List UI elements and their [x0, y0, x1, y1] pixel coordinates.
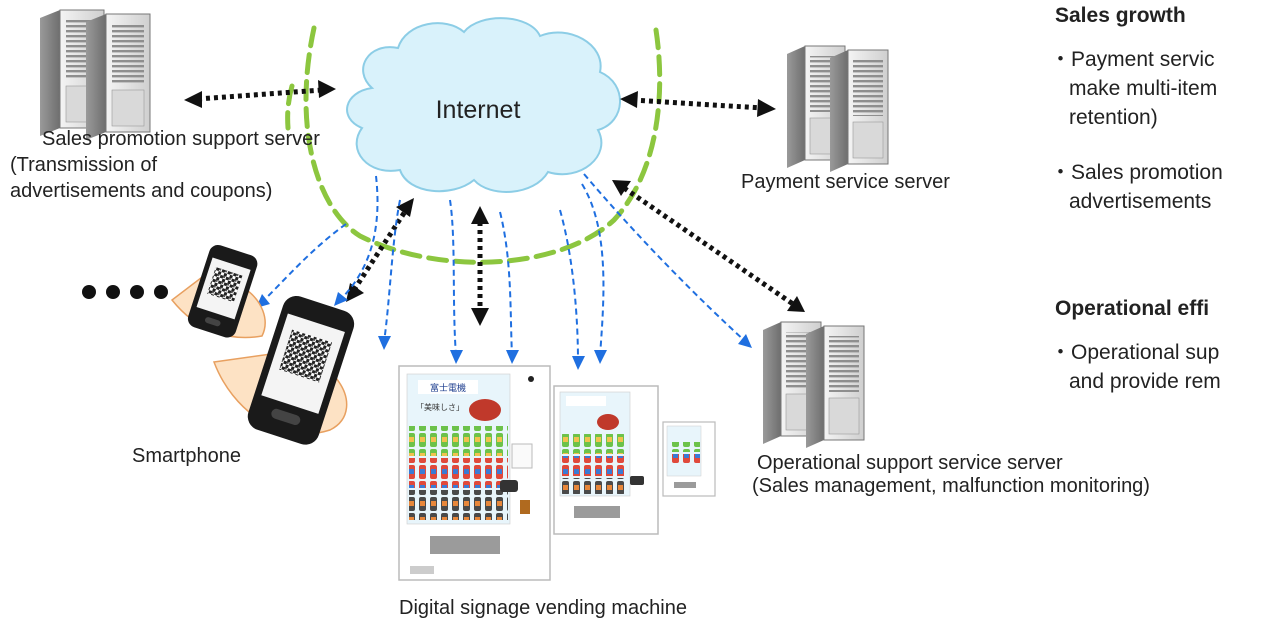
vending-machine-medium-icon — [553, 385, 659, 535]
operational-bullet-1-line-1: ・Operational sup — [1050, 341, 1220, 364]
vending-machine-small-icon — [662, 421, 716, 497]
ellipsis-dots — [82, 285, 168, 299]
operational-efficiency-title: Operational effi — [1055, 297, 1210, 320]
connection-lines — [197, 87, 795, 312]
payment-server-label: Payment service server — [741, 171, 950, 193]
arrowheads — [184, 80, 805, 326]
sales-growth-bullet-2-line-1: ・Sales promotion — [1050, 161, 1223, 184]
operational-server-label: Operational support service server — [757, 452, 1063, 474]
sales-promotion-server-label: Sales promotion support server — [42, 128, 320, 150]
sales-promotion-server-sublabel-2: advertisements and coupons) — [10, 180, 273, 202]
vending-machine-label: Digital signage vending machine — [399, 597, 687, 619]
vending-machine-large-icon: 富士電機 「美味しさ」 — [398, 365, 551, 581]
sales-growth-bullet-2-line-2: advertisements — [1069, 190, 1212, 213]
sales-growth-title: Sales growth — [1055, 4, 1186, 27]
vending-tagline: 「美味しさ」 — [416, 402, 464, 412]
smartphone-icon — [170, 244, 355, 445]
sales-promotion-server-icon — [40, 9, 151, 140]
internet-boundary-arc — [285, 25, 663, 265]
internet-cloud — [346, 17, 621, 193]
operational-server-icon — [763, 321, 865, 448]
sales-promotion-server-sublabel-1: (Transmission of — [10, 154, 158, 176]
sales-growth-bullet-1-line-3: retention) — [1069, 106, 1158, 129]
payment-server-icon — [787, 45, 889, 172]
sales-growth-bullet-1-line-2: make multi-item — [1069, 77, 1218, 100]
internet-label: Internet — [436, 96, 521, 124]
operational-server-sublabel: (Sales management, malfunction monitorin… — [752, 475, 1150, 497]
data-flow-lines — [261, 173, 747, 363]
vending-brand-label: 富士電機 — [430, 382, 466, 394]
smartphone-label: Smartphone — [132, 445, 241, 467]
sales-growth-bullet-1-line-1: ・Payment servic — [1050, 48, 1215, 71]
operational-bullet-1-line-2: and provide rem — [1069, 370, 1221, 393]
